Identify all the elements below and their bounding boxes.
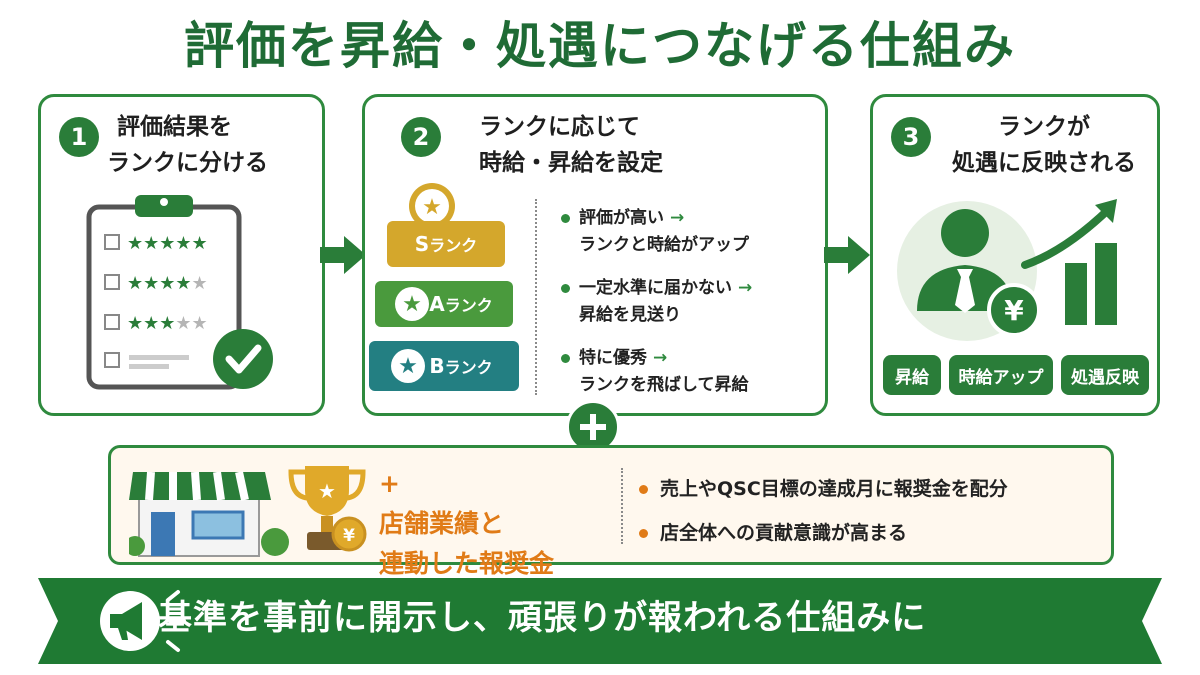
- bonus-title: + 店舗業績と 連動した報奨金: [379, 464, 554, 584]
- svg-text:★: ★: [422, 195, 442, 220]
- pill-treatment: 処遇反映: [1061, 355, 1149, 395]
- step-2-number: 2: [401, 117, 441, 157]
- clipboard-icon: ★★★★★ ★★★★★ ★★★★★: [86, 195, 273, 390]
- step-3-heading-line1: ランクが: [998, 114, 1090, 140]
- page-title: 評価を昇給・処遇につなげる仕組み: [184, 17, 1016, 75]
- svg-text:¥: ¥: [343, 526, 355, 546]
- banner-ribbon: [38, 578, 1162, 664]
- arrow-right-icon: →: [738, 278, 753, 298]
- rank-s-suffix: ランク: [429, 236, 478, 255]
- rule-result: ランクと時給がアップ: [579, 235, 749, 255]
- arrow-right-icon: [824, 236, 870, 274]
- step-2-heading-line1: ランクに応じて: [479, 114, 640, 140]
- step-1-heading: 評価結果を ランクに分ける: [107, 109, 268, 181]
- svg-text:★: ★: [318, 479, 336, 503]
- step-3-panel: 3 ランクが 処遇に反映される ¥ 昇給 時給アップ 処遇反映: [870, 94, 1160, 416]
- step-2-heading-line2: 時給・昇給を設定: [479, 150, 663, 176]
- rank-b-letter: B: [429, 354, 445, 378]
- arrow-right-icon: →: [653, 348, 668, 368]
- svg-text:★★★★★: ★★★★★: [127, 233, 208, 254]
- step-3-heading: ランクが 処遇に反映される: [939, 109, 1149, 181]
- rank-s-letter: S: [414, 232, 430, 256]
- step-1-panel: 1 評価結果を ランクに分ける ★★★★★ ★★★★★ ★★★★★: [38, 94, 325, 416]
- bonus-item: 店全体への貢献意識が高まる: [639, 518, 907, 545]
- step-1-heading-line2: ランクに分ける: [107, 150, 268, 176]
- bonus-item: 売上やQSC目標の達成月に報奨金を配分: [639, 474, 1008, 501]
- rule-condition: 評価が高い: [579, 208, 664, 228]
- rule-item: 特に優秀 → ランクを飛ばして昇給: [561, 345, 749, 399]
- arrow-right-icon: [320, 236, 366, 274]
- rule-condition: 一定水準に届かない: [579, 278, 732, 298]
- rank-b-suffix: ランク: [444, 358, 493, 377]
- separator: [535, 199, 537, 395]
- pill-hourly-up: 時給アップ: [949, 355, 1053, 395]
- medal-star-icon: ★: [409, 183, 455, 229]
- bonus-item-text: 店全体への貢献意識が高まる: [660, 522, 908, 544]
- bonus-panel: ★ ¥ + 店舗業績と 連動した報奨金 売上やQSC目標の達成月に報奨金を配分 店…: [108, 445, 1114, 578]
- svg-text:★★★★★: ★★★★★: [127, 313, 208, 334]
- rule-item: 一定水準に届かない → 昇給を見送り: [561, 275, 752, 329]
- bonus-title-line1: 店舗業績と: [379, 509, 505, 538]
- rank-a-letter: A: [429, 292, 445, 316]
- separator: [621, 468, 623, 544]
- rule-result: ランクを飛ばして昇給: [579, 375, 749, 395]
- step-1-heading-line1: 評価結果を: [117, 114, 232, 140]
- rank-a-suffix: ランク: [444, 296, 493, 315]
- rule-item: 評価が高い → ランクと時給がアップ: [561, 205, 749, 259]
- step-1-number: 1: [59, 117, 99, 157]
- star-icon: ★: [395, 287, 429, 321]
- svg-text:★★★★★: ★★★★★: [127, 273, 208, 294]
- checklist-rows: ★★★★★ ★★★★★ ★★★★★: [104, 233, 208, 369]
- bonus-title-line2: 連動した報奨金: [379, 549, 555, 578]
- star-icon: ★: [391, 349, 425, 383]
- banner-text: 基準を事前に開示し、頑張りが報われる仕組みに: [158, 598, 927, 638]
- rule-condition: 特に優秀: [579, 348, 647, 368]
- pill-raise: 昇給: [883, 355, 941, 395]
- step-3-heading-line2: 処遇に反映される: [952, 150, 1136, 176]
- bonus-item-text: 売上やQSC目標の達成月に報奨金を配分: [660, 478, 1008, 500]
- arrow-right-icon: →: [670, 208, 685, 228]
- rule-result: 昇給を見送り: [579, 305, 681, 325]
- plus-icon: +: [379, 469, 400, 498]
- step-3-number: 3: [891, 117, 931, 157]
- step-2-heading: ランクに応じて 時給・昇給を設定: [479, 109, 663, 181]
- trophy-icon: ★ ¥: [288, 466, 367, 552]
- store-icon: [129, 471, 289, 557]
- yen-coin-icon: ¥: [987, 283, 1041, 337]
